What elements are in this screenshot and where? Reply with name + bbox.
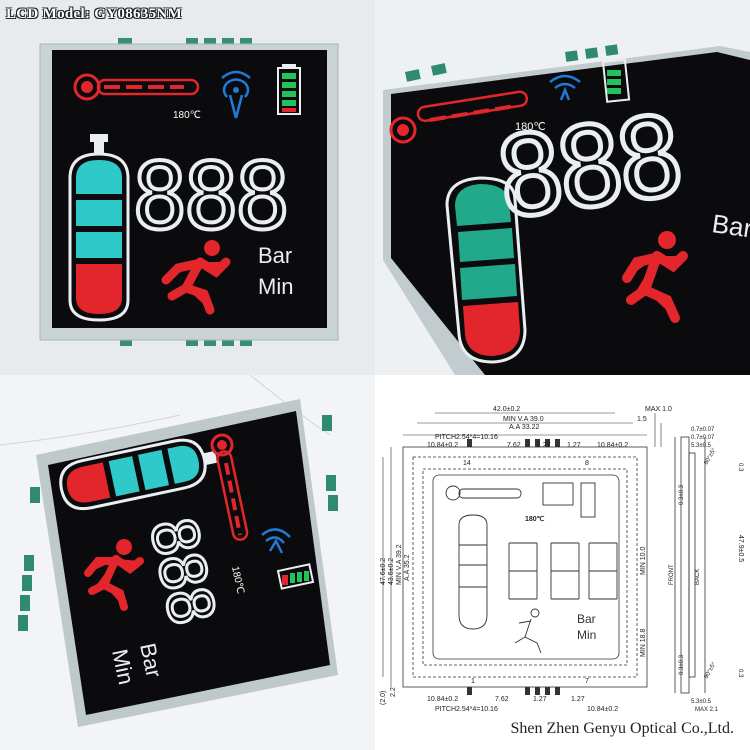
dim-va-height: MIN V.A 39.2 — [396, 544, 403, 585]
rotated-photo: 180℃ 888 Bar Min — [0, 375, 375, 750]
drawing-bar: Bar — [577, 612, 596, 626]
side-dim-3: 0.3 — [737, 463, 743, 472]
rotated-lcd-svg: 180℃ 888 Bar Min — [0, 375, 338, 727]
dim-aa-width: A.A 33.22 — [509, 424, 539, 431]
side-dim-0: 0.7±0.07 — [691, 427, 715, 433]
rotated-tank — [59, 438, 218, 511]
dim-top-left: 10.84±0.2 — [427, 442, 458, 449]
dim-glass-height: 43.6±0.2 — [388, 558, 395, 585]
dim-max-thickness: MAX 1.0 — [645, 406, 672, 413]
drawing-svg: 42.0±0.2 MIN V.A 39.0 A.A 33.22 PITCH2.5… — [380, 406, 744, 713]
dim-bottom-left: 10.84±0.2 — [427, 696, 458, 703]
angled-pins — [405, 44, 619, 82]
pin-14: 14 — [463, 460, 471, 467]
side-dim-4: 90°±5° — [704, 447, 719, 466]
side-dim-5: 0.3±0.3 — [679, 484, 685, 505]
dim-va-width: MIN V.A 39.0 — [503, 416, 544, 423]
rotated-pins — [18, 415, 338, 631]
rotated-signal-icon — [261, 528, 291, 554]
side-dim-9: 0.3 — [737, 669, 743, 678]
rotated-thermometer — [210, 433, 249, 541]
angled-battery-icon — [601, 58, 631, 103]
angled-tank — [445, 176, 527, 364]
side-dim-6: 47.9±0.5 — [737, 535, 744, 562]
side-dim-10: 5.3±0.5 — [691, 699, 712, 705]
dim-overall-height: 47.6±0.2 — [380, 558, 387, 585]
min-label: Min — [258, 274, 293, 299]
dim-pitch-bottom: PITCH2.54*4=10.16 — [435, 706, 498, 713]
front-lcd-svg: 180℃ — [39, 38, 339, 346]
drawing-min: Min — [577, 628, 596, 642]
battery-icon — [277, 64, 301, 115]
angled-signal-icon — [549, 74, 581, 101]
drawing-temp: 180℃ — [525, 515, 545, 523]
technical-drawing: 42.0±0.2 MIN V.A 39.0 A.A 33.22 PITCH2.5… — [375, 375, 750, 750]
dim-min-10: MIN 10.0 — [640, 546, 647, 575]
angled-bar: Bar — [710, 208, 750, 243]
top-dimensions: 42.0±0.2 MIN V.A 39.0 A.A 33.22 PITCH2.5… — [427, 406, 672, 449]
angled-thermometer — [389, 90, 529, 144]
side-label-back: BACK — [695, 569, 701, 585]
side-dim-1: 0.7±0.07 — [691, 435, 715, 441]
model-label: LCD Model: GY08635NM — [6, 6, 182, 22]
dim-bottom-right: 10.84±0.2 — [587, 706, 618, 713]
signal-icon — [221, 70, 251, 119]
drawing-lcd-contents — [445, 482, 618, 654]
thermometer-icon — [73, 73, 200, 101]
angled-runner — [622, 231, 688, 323]
side-dim-7: 0.3±0.3 — [679, 654, 685, 675]
exit-runner-icon — [161, 240, 231, 315]
angled-lcd-svg: 180℃ 888 Bar — [383, 44, 750, 375]
inner-dimensions: MIN 10.0 MIN 18.8 — [640, 546, 647, 657]
company-label: Shen Zhen Genyu Optical Co.,Ltd. — [510, 720, 734, 737]
dim-top-762: 7.62 — [507, 442, 521, 449]
dim-bottom-762: 7.62 — [495, 696, 509, 703]
dim-pitch-top: PITCH2.54*4=10.16 — [435, 434, 498, 441]
dim-aa-height: A.A 35.2 — [404, 554, 411, 581]
bottom-dimensions: 10.84±0.2 7.62 1.27 1.27 PITCH2.54*4=10.… — [427, 696, 618, 713]
gas-tank-icon — [68, 134, 130, 322]
drawing-outline — [382, 412, 662, 688]
dim-22: 2.2 — [390, 687, 397, 697]
pin-8: 8 — [585, 460, 589, 467]
left-dimensions: 47.6±0.2 43.6±0.2 MIN V.A 39.2 A.A 35.2 … — [380, 544, 411, 705]
side-dim-11: MAX 2.1 — [695, 707, 719, 713]
side-dimensions: 0.7±0.07 0.7±0.07 5.3±0.5 0.3 90°±5° 0.3… — [669, 427, 744, 713]
dim-top-127a: 1.27 — [537, 442, 551, 449]
side-dim-2: 5.3±0.5 — [691, 443, 712, 449]
angled-digits: 888 — [489, 92, 686, 244]
side-view — [674, 436, 706, 694]
dim-bottom-127a: 1.27 — [533, 696, 547, 703]
rotated-runner — [84, 539, 144, 611]
dim-top-right: 10.84±0.2 — [597, 442, 628, 449]
dim-20: (2.0) — [380, 691, 387, 705]
pin-7: 7 — [585, 678, 589, 685]
digit-display: 888 — [132, 143, 286, 250]
dim-offset: 1.5 — [637, 416, 647, 423]
dim-bottom-127b: 1.27 — [571, 696, 585, 703]
drawing-pins — [467, 439, 560, 695]
side-label-front: FRONT — [669, 564, 675, 585]
rotated-battery-icon — [276, 563, 315, 590]
angled-photo: 180℃ 888 Bar — [375, 0, 750, 375]
side-dim-8: 90°±5° — [704, 661, 719, 680]
pin-numbers: 14 8 1 7 — [463, 460, 589, 685]
front-photo: 180℃ — [0, 0, 375, 375]
angled-temp: 180℃ — [515, 121, 546, 133]
dim-min-188: MIN 18.8 — [640, 628, 647, 657]
bar-label: Bar — [258, 243, 292, 268]
dim-top-width: 42.0±0.2 — [493, 406, 520, 413]
dim-top-127b: 1.27 — [567, 442, 581, 449]
pin-1: 1 — [471, 678, 475, 685]
temp-label: 180℃ — [173, 110, 201, 121]
